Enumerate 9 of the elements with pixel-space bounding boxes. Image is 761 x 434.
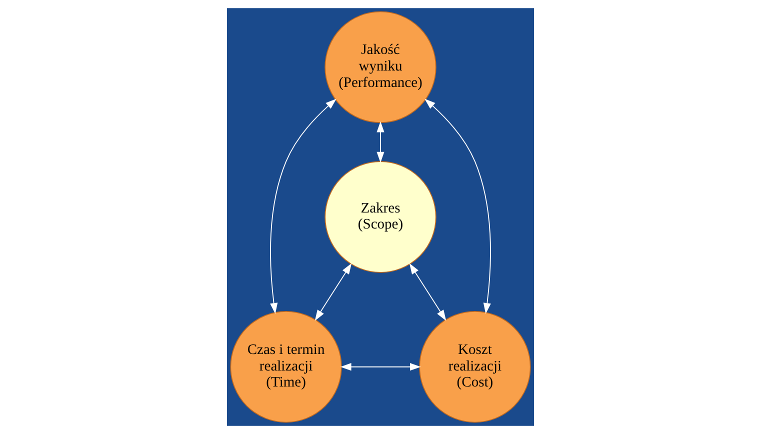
- node-circle: Czas i termin realizacji (Time): [230, 311, 342, 423]
- arrow: [340, 363, 421, 371]
- node-circle: Zakres (Scope): [324, 161, 436, 273]
- arrow: [409, 263, 446, 321]
- arrow: [270, 98, 336, 314]
- node-circle: Koszt realizacji (Cost): [419, 311, 531, 423]
- arrow: [376, 121, 384, 163]
- arrow: [314, 263, 352, 321]
- arrow: [424, 98, 491, 314]
